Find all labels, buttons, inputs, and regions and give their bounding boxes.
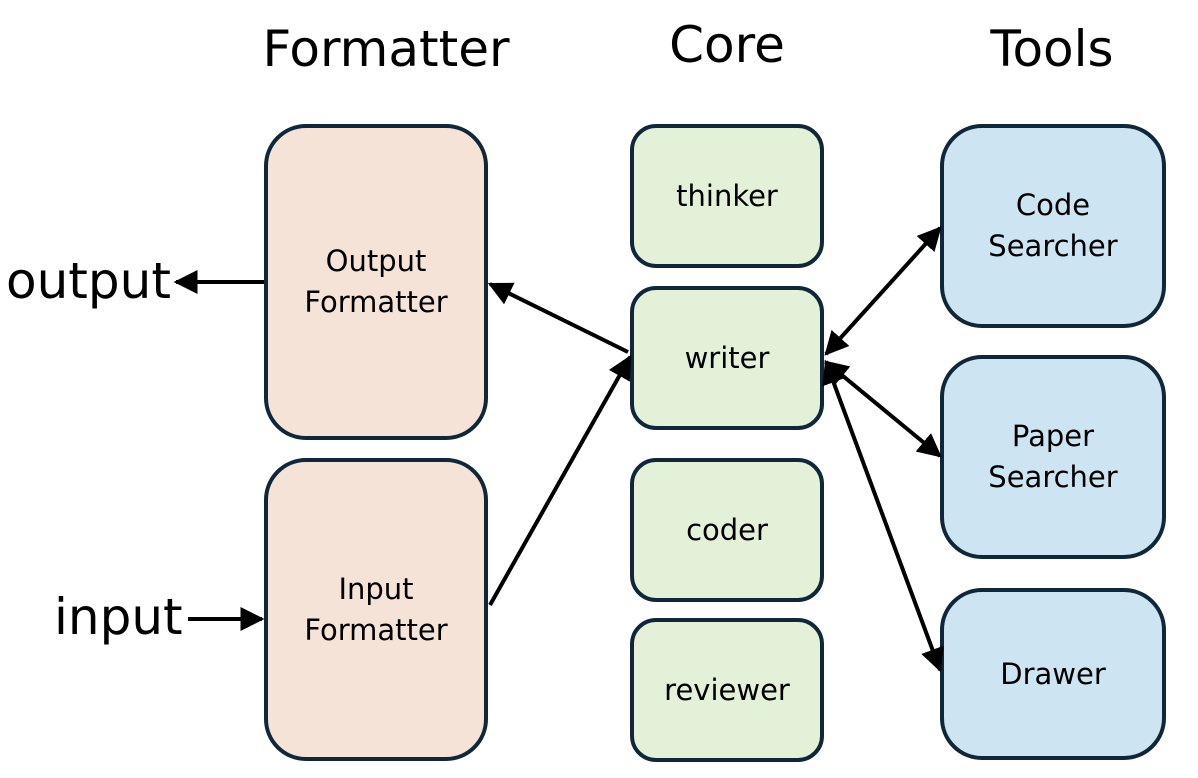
writer-box: writer bbox=[630, 286, 824, 430]
output-label: output bbox=[6, 252, 171, 310]
input-label: input bbox=[54, 588, 183, 646]
writer-label: writer bbox=[684, 340, 770, 375]
heading-formatter: Formatter bbox=[262, 20, 510, 78]
paper-searcher-label: Paper Searcher bbox=[988, 419, 1118, 494]
output-formatter-box: Output Formatter bbox=[264, 124, 488, 440]
arrow-writer-to-output-formatter bbox=[487, 282, 629, 354]
reviewer-label: reviewer bbox=[664, 672, 790, 707]
reviewer-box: reviewer bbox=[630, 618, 824, 762]
coder-label: coder bbox=[686, 512, 768, 547]
paper-searcher-box: Paper Searcher bbox=[940, 355, 1166, 559]
code-searcher-label: Code Searcher bbox=[988, 188, 1118, 263]
arrow-input-formatter-to-writer bbox=[488, 354, 632, 606]
heading-core: Core bbox=[669, 16, 785, 74]
arrow-writer-code-searcher bbox=[824, 226, 942, 356]
drawer-box: Drawer bbox=[940, 588, 1166, 760]
input-formatter-box: Input Formatter bbox=[264, 458, 488, 761]
coder-box: coder bbox=[630, 458, 824, 602]
arrow-writer-drawer bbox=[822, 359, 944, 673]
heading-tools: Tools bbox=[990, 20, 1114, 78]
input-formatter-label: Input Formatter bbox=[304, 571, 448, 647]
drawer-label: Drawer bbox=[1000, 656, 1106, 691]
thinker-label: thinker bbox=[676, 178, 778, 213]
thinker-box: thinker bbox=[630, 124, 824, 268]
output-formatter-label: Output Formatter bbox=[304, 244, 448, 319]
code-searcher-box: Code Searcher bbox=[940, 124, 1166, 328]
